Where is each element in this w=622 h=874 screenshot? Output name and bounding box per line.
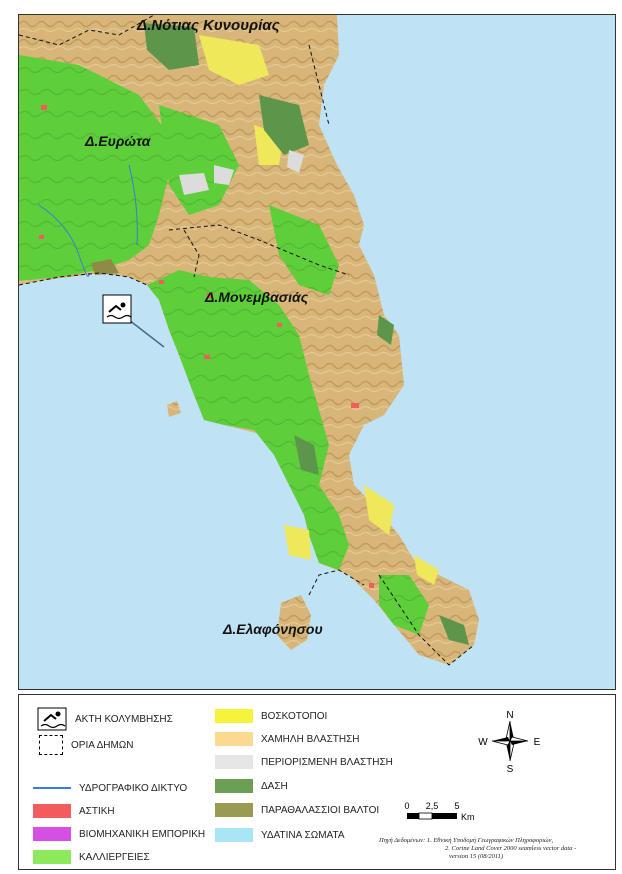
legend-item-forest: ΔΑΣΗ (215, 779, 288, 793)
legend-item-agri: ΚΑΛΛΙΕΡΓΕΙΕΣ (33, 850, 150, 864)
label-evrota: Δ.Ευρώτα (85, 133, 151, 149)
urban-3 (277, 323, 282, 327)
agri-plain-west (19, 55, 169, 281)
legend-label-beach: ΑΚΤΗ ΚΟΛΥΜΒΗΣΗΣ (75, 713, 173, 725)
source-line-1: Πηγή Δεδομένων: 1. Εθνική Υποδομή Γεωγρα… (379, 837, 554, 844)
compass-w: W (478, 737, 488, 748)
forest-3 (294, 435, 319, 475)
pasture-5 (414, 555, 439, 585)
legend-item-urban: ΑΣΤΙΚΗ (33, 804, 115, 818)
agri-strip-east (269, 205, 339, 295)
legend-label-hydro: ΥΔΡΟΓΡΑΦΙΚΟ ΔΙΚΤΥΟ (79, 782, 188, 794)
beach-pointer-line (128, 319, 165, 348)
legend-item-marsh: ΠΑΡΑΘΑΛΑΣΣΙΟΙ ΒΑΛΤΟΙ (215, 803, 379, 817)
legend-item-sparse: ΠΕΡΙΟΡΙΣΜΕΝΗ ΒΛΑΣΤΗΣΗ (215, 755, 393, 769)
agri-swatch (33, 850, 71, 864)
legend-item-pasture: ΒΟΣΚΟΤΟΠΟΙ (215, 709, 327, 723)
pasture-swatch (215, 709, 253, 723)
forest-5 (377, 315, 394, 345)
urban-4 (204, 355, 210, 359)
pasture-1 (199, 35, 269, 85)
urban-6 (369, 583, 374, 588)
north-arrow-icon: N S W E (478, 710, 541, 773)
island-south (277, 595, 311, 650)
scale-unit: Km (461, 812, 475, 822)
agri-strip-north (159, 105, 239, 215)
agri-plain-southeast (379, 575, 429, 635)
legend-label-forest: ΔΑΣΗ (261, 780, 288, 792)
legend-label-agri: ΚΑΛΛΙΕΡΓΕΙΕΣ (79, 851, 150, 863)
scale-tick-5: 5 (454, 801, 459, 811)
urban-8 (159, 280, 164, 284)
lowveg-swatch (215, 732, 253, 746)
swimmer-icon (106, 302, 132, 320)
water-swatch (215, 828, 253, 842)
label-monemvasias: Δ.Μονεμβασιάς (205, 289, 309, 305)
legend-label-sparse: ΠΕΡΙΟΡΙΣΜΕΝΗ ΒΛΑΣΤΗΣΗ (261, 756, 393, 768)
scale-bar: 0 2,5 5 Km (404, 801, 475, 822)
sparse-1 (179, 173, 209, 195)
legend-item-boundaries: ΟΡΙΑ ΔΗΜΩΝ (33, 735, 134, 755)
legend-label-boundaries: ΟΡΙΑ ΔΗΜΩΝ (71, 739, 134, 751)
municipal-boundary (19, 15, 475, 666)
forest-4 (439, 615, 469, 645)
compass-n: N (506, 710, 513, 721)
dashed-boundary-icon (39, 735, 63, 755)
legend: ΑΚΤΗ ΚΟΛΥΜΒΗΣΗΣ ΟΡΙΑ ΔΗΜΩΝ ΥΔΡΟΓΡΑΦΙΚΟ Δ… (18, 694, 616, 870)
urban-5 (351, 403, 359, 408)
legend-label-urban: ΑΣΤΙΚΗ (79, 805, 115, 817)
legend-label-industrial: ΒΙΟΜΗΧΑΝΙΚΗ ΕΜΠΟΡΙΚΗ (79, 828, 206, 840)
forest-2 (259, 95, 309, 155)
source-line-2: 2. Corine Land Cover 2000 seamless vecto… (445, 845, 577, 852)
marsh-swatch (215, 803, 253, 817)
label-elafonisou: Δ.Ελαφόνησου (223, 621, 323, 637)
scale-tick-0: 0 (404, 801, 409, 811)
agri-plain-south (299, 485, 349, 570)
sparse-2 (214, 165, 234, 185)
source-line-3: version 15 (08/2011) (449, 853, 504, 860)
legend-label-pasture: ΒΟΣΚΟΤΟΠΟΙ (261, 710, 328, 722)
sparse-3 (287, 150, 304, 173)
legend-item-beach: ΑΚΤΗ ΚΟΛΥΜΒΗΣΗΣ (33, 707, 173, 731)
sparse-swatch (215, 755, 253, 769)
legend-label-water: ΥΔΑΤΙΝΑ ΣΩΜΑΤΑ (261, 829, 345, 841)
coastal-marsh (91, 259, 119, 275)
legend-label-lowveg: ΧΑΜΗΛΗ ΒΛΑΣΤΗΣΗ (261, 733, 360, 745)
blue-line-icon (33, 781, 71, 795)
swimmer-icon (37, 707, 67, 731)
urban-swatch (33, 804, 71, 818)
river-2 (128, 164, 138, 246)
data-source-note: Πηγή Δεδομένων: 1. Εθνική Υποδομή Γεωγρα… (379, 837, 615, 861)
forest-1 (144, 23, 199, 70)
pasture-4 (284, 525, 311, 560)
map-frame: Δ.Νότιας Κυνουρίας Δ.Ευρώτα Δ.Μονεμβασιά… (18, 14, 616, 690)
compass-s: S (507, 764, 514, 773)
land-cover-map[interactable] (19, 15, 615, 689)
legend-item-hydro: ΥΔΡΟΓΡΑΦΙΚΟ ΔΙΚΤΥΟ (33, 781, 187, 795)
label-notias-kynourias: Δ.Νότιας Κυνουρίας (137, 17, 280, 34)
urban-7 (39, 235, 44, 239)
agri-plain-central (147, 270, 329, 515)
forest-swatch (215, 779, 253, 793)
legend-item-industrial: ΒΙΟΜΗΧΑΝΙΚΗ ΕΜΠΟΡΙΚΗ (33, 827, 205, 841)
pasture-3 (364, 485, 394, 535)
beach-marker-box[interactable] (102, 294, 132, 324)
legend-item-lowveg: ΧΑΜΗΛΗ ΒΛΑΣΤΗΣΗ (215, 732, 360, 746)
urban-1 (41, 105, 47, 110)
river-1 (38, 204, 90, 277)
scale-tick-25: 2,5 (426, 801, 439, 811)
urban-2 (207, 293, 213, 298)
compass-e: E (534, 737, 541, 748)
islet-west (167, 401, 181, 417)
legend-label-marsh: ΠΑΡΑΘΑΛΑΣΣΙΟΙ ΒΑΛΤΟΙ (261, 804, 380, 816)
industrial-swatch (33, 827, 71, 841)
legend-item-water: ΥΔΑΤΙΝΑ ΣΩΜΑΤΑ (215, 828, 345, 842)
